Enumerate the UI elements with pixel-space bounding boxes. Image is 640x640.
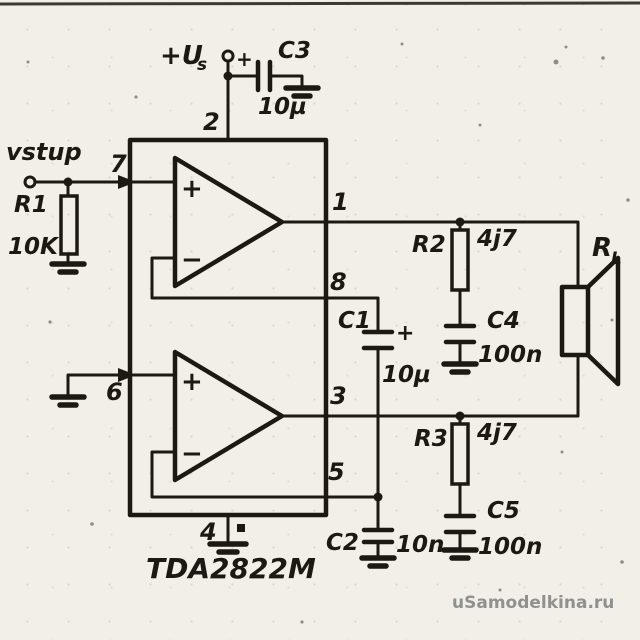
pin4-label: 4 (199, 518, 217, 546)
paper-speckle (560, 450, 564, 454)
junction-dot (373, 492, 383, 502)
capacitor-c3-symbol (255, 59, 273, 93)
paper-speckle (134, 95, 138, 99)
r3-ref-label: R3 (414, 426, 448, 452)
c5-ref-label: C5 (487, 498, 520, 524)
capacitor-c1-symbol (361, 329, 395, 351)
r2-ref-label: R2 (412, 232, 446, 258)
paper-speckle (400, 42, 404, 46)
ink-blot (237, 524, 245, 532)
paper-speckle (626, 198, 630, 202)
paper-speckle (553, 59, 559, 65)
ground-symbol-c2 (359, 555, 397, 569)
r3-value-label: 4j7 (476, 420, 517, 446)
c3-polarity-mark: + (236, 47, 253, 71)
supply-label: +U (160, 41, 203, 71)
paper-speckle (300, 620, 304, 624)
opamp1-minus-input: − (181, 245, 203, 275)
c1-ref-label: C1 (338, 308, 371, 334)
pin6-wire (66, 373, 177, 397)
c4-value-label: 100n (478, 342, 542, 368)
ground-symbol-pin6 (49, 394, 87, 408)
opamp2-plus-input: + (181, 367, 203, 397)
input-label: vstup (6, 138, 82, 166)
speaker-section: R L (559, 233, 622, 387)
power-supply-section: +U s + C3 10µ 2 (160, 38, 321, 142)
r2-value-label: 4j7 (476, 226, 517, 252)
ic-tda2822m: + − + − TDA2822M (127, 137, 329, 585)
resistor-r1-symbol (59, 194, 79, 256)
output2-section: 3 R3 4j7 C5 100n (280, 353, 580, 561)
paper-speckle (610, 318, 614, 322)
speaker-ref-label: R (592, 233, 612, 263)
junction-dot (455, 411, 465, 421)
c2-value-label: 10n (396, 532, 444, 558)
signal-arrow-pin7 (118, 175, 136, 189)
ground-symbol-pin4 (207, 541, 249, 555)
ground-symbol-r1 (49, 261, 87, 275)
junction-dot (455, 217, 465, 227)
resistor-r3-symbol (450, 422, 470, 486)
pin8-label: 8 (330, 268, 347, 296)
pin2-label: 2 (203, 108, 220, 136)
c4-ref-label: C4 (487, 308, 520, 334)
paper-speckle (48, 320, 52, 324)
resistor-r2-symbol (450, 228, 470, 292)
c3-ref-label: C3 (278, 38, 311, 64)
input-section: vstup 7 R1 10K (6, 138, 177, 275)
scan-edge-line (0, 1, 640, 6)
paper-speckle (564, 45, 568, 49)
paper-speckle (498, 588, 502, 592)
speaker-ref-subscript: L (611, 249, 622, 269)
pin6-label: 6 (106, 378, 123, 406)
ground-symbol-c5 (441, 547, 479, 561)
pin7-label: 7 (110, 150, 127, 178)
ground-symbol-c4 (441, 361, 479, 375)
c1-value-label: 10µ (382, 362, 431, 388)
capacitor-c5-symbol (443, 513, 477, 535)
paper-speckle (26, 60, 30, 64)
speaker-body (559, 284, 591, 358)
c1-polarity-mark: + (396, 321, 414, 346)
pin4-ground-section: 4 (199, 513, 249, 555)
c5-value-label: 100n (478, 534, 542, 560)
input-wire (33, 180, 177, 198)
c2-ref-label: C2 (326, 530, 359, 556)
signal-arrow-pin6 (118, 368, 136, 382)
capacitor-c2-symbol (361, 527, 395, 545)
junction-dot (63, 177, 73, 187)
pin3-label: 3 (330, 382, 347, 410)
feedback-section: 8 C1 + 10µ 5 C2 10n (150, 256, 444, 569)
ground-symbol-c3 (283, 85, 321, 99)
watermark: uSamodelkina.ru (452, 593, 614, 613)
opamp2-triangle (172, 349, 285, 483)
pin5-feedback-wire (150, 450, 380, 499)
ic-part-number: TDA2822M (146, 552, 316, 585)
r1-ref-label: R1 (14, 192, 48, 218)
scan-artifacts (0, 1, 640, 624)
paper-speckle (620, 560, 624, 564)
output1-section: 1 R2 4j7 C4 100n (280, 188, 580, 375)
paper-speckle (478, 123, 482, 127)
pin5-label: 5 (328, 458, 345, 486)
supply-label-subscript: s (197, 55, 207, 75)
junction-dot (223, 71, 233, 81)
pin6-ground-section: 6 (49, 368, 177, 408)
opamp2-minus-input: − (181, 439, 203, 469)
capacitor-c4-symbol (443, 323, 477, 345)
speaker-cone (585, 255, 621, 387)
pin1-label: 1 (332, 188, 349, 216)
r1-value-label: 10K (8, 234, 60, 260)
paper-speckle (90, 522, 94, 526)
paper-speckle (601, 56, 605, 60)
opamp1-triangle (172, 155, 285, 289)
opamp1-plus-input: + (181, 174, 203, 204)
ic-outline (127, 137, 329, 518)
